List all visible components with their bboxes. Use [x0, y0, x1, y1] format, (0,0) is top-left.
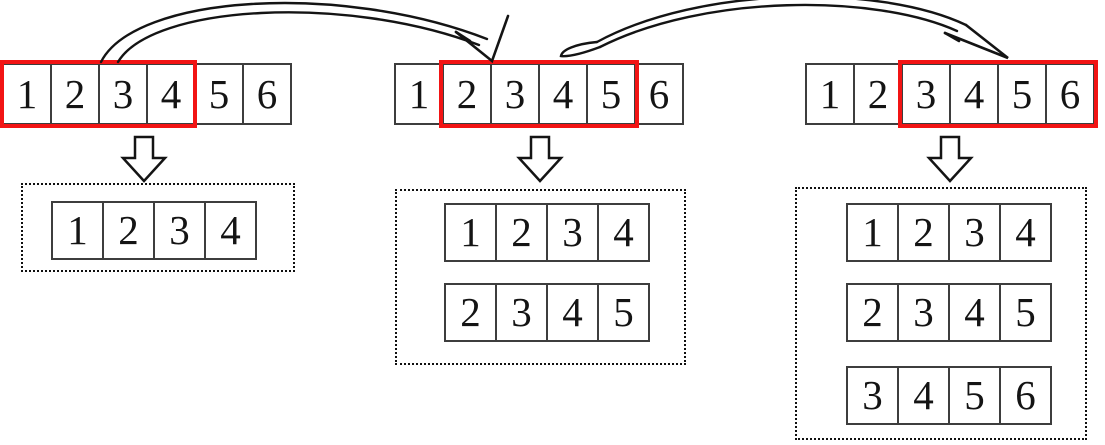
sequence-cell: 1 — [805, 63, 855, 125]
output-cell: 2 — [102, 201, 155, 260]
sequence-cell: 6 — [242, 63, 292, 125]
output-cell: 3 — [948, 203, 1001, 262]
sequence-cell: 2 — [853, 63, 903, 125]
down-arrow-icon — [516, 135, 564, 183]
output-cell: 1 — [51, 201, 104, 260]
output-cell: 1 — [846, 203, 899, 262]
output-cell: 5 — [948, 366, 1001, 425]
output-cell: 6 — [999, 366, 1052, 425]
sliding-window-highlight-2 — [439, 60, 639, 128]
sequence-cell: 3 — [98, 63, 148, 125]
output-cell: 4 — [948, 283, 1001, 342]
sequence-cell: 1 — [2, 63, 52, 125]
down-arrow-icon — [120, 135, 168, 183]
sequence-cell: 6 — [634, 63, 684, 125]
sequence-cell: 1 — [394, 63, 444, 125]
output-cell: 4 — [897, 366, 950, 425]
slide-curved-arrow-1-icon — [99, 1, 510, 64]
output-cell: 5 — [999, 283, 1052, 342]
output-cell: 3 — [495, 283, 548, 342]
output-cell: 2 — [897, 203, 950, 262]
output-cell: 4 — [999, 203, 1052, 262]
sequence-cell: 4 — [538, 63, 588, 125]
sequence-cell: 5 — [997, 63, 1047, 125]
output-cell: 2 — [444, 283, 497, 342]
down-arrow-icon — [926, 135, 974, 183]
output-cell: 5 — [597, 283, 650, 342]
sequence-cell: 5 — [194, 63, 244, 125]
sequence-cell: 3 — [490, 63, 540, 125]
slide-curved-arrow-2-icon — [559, 0, 1009, 60]
output-cell: 1 — [444, 203, 497, 262]
output-cell: 2 — [846, 283, 899, 342]
output-cell: 2 — [495, 203, 548, 262]
output-cell: 4 — [204, 201, 257, 260]
output-cell: 3 — [897, 283, 950, 342]
sequence-cell: 5 — [586, 63, 636, 125]
sequence-cell: 6 — [1045, 63, 1095, 125]
output-cell: 3 — [153, 201, 206, 260]
output-cell: 3 — [846, 366, 899, 425]
sliding-window-highlight-1 — [0, 60, 197, 128]
output-cell: 4 — [597, 203, 650, 262]
output-cell: 4 — [546, 283, 599, 342]
sliding-window-highlight-3 — [898, 60, 1098, 128]
output-cell: 3 — [546, 203, 599, 262]
